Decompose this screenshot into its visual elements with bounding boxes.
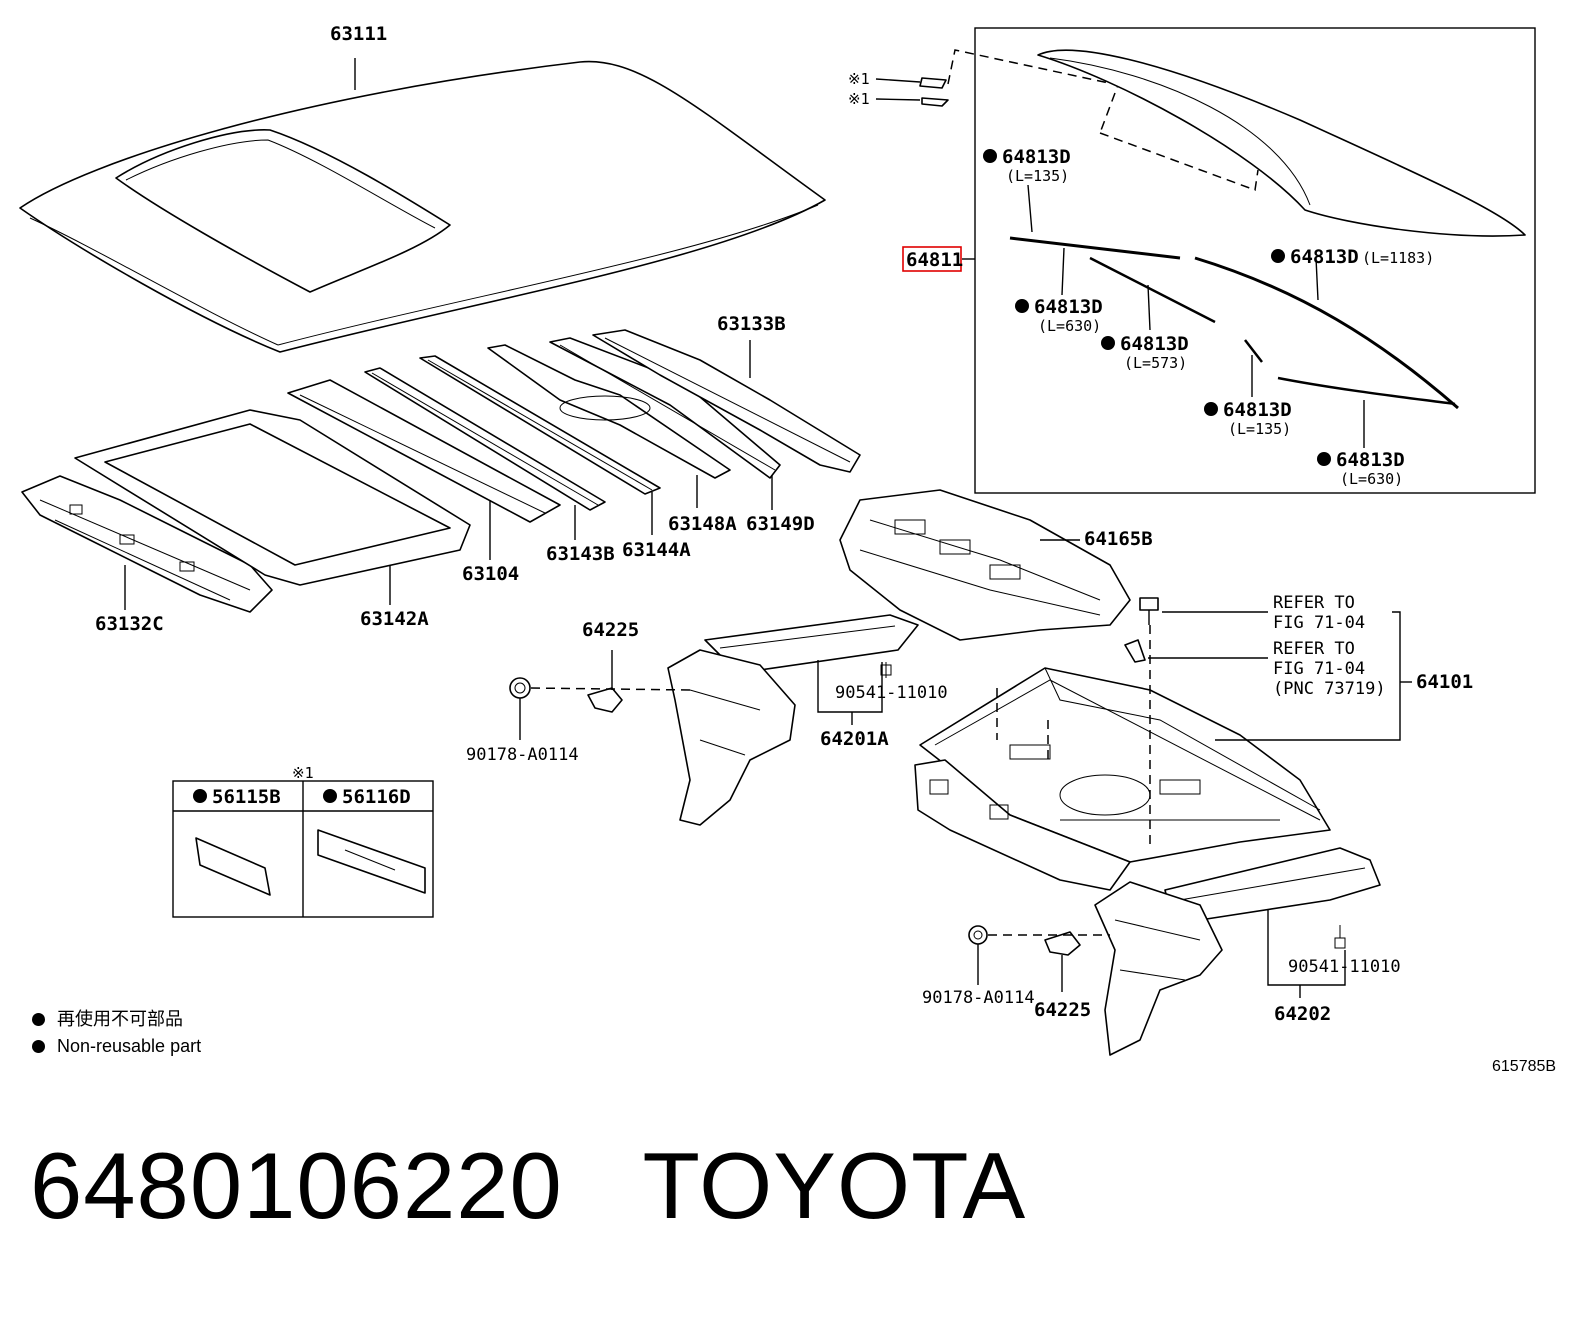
spacer-table: ※1 56115B 56116D [172,764,434,918]
roof-bow-63143B: 63143B [364,367,615,565]
ref2-line1: REFER TO [1273,639,1355,659]
roof-bow-63104: 63104 [287,379,561,585]
package-tray-panel-right: 64202 90541-11010 [1094,847,1401,1056]
weatherstrip-4-length: (L=573) [1124,354,1187,372]
roof-bow-63148A: 63148A [487,344,737,535]
sunroof-reinforcement: 63142A [74,409,471,630]
legend-jp: 再使用不可部品 [57,1009,183,1029]
label-63143B: 63143B [546,543,615,565]
bullet-icon [32,1040,45,1053]
bracket-group-right: 64225 90178-A0114 [922,925,1110,1021]
bracket-group-left: 64225 90178-A0114 [466,619,691,765]
roof-panel: 63111 [19,23,826,353]
weatherstrip-2-length: (L=1183) [1362,249,1434,267]
weatherstrip-4-part: 64813D [1120,333,1189,355]
legend-en: Non-reusable part [57,1036,202,1056]
refer-callouts: REFER TO FIG 71-04 REFER TO FIG 71-04 (P… [1124,593,1473,741]
roof-bow-63133B: 63133B [592,313,861,473]
label-63149D: 63149D [746,513,815,535]
label-63142A: 63142A [360,608,429,630]
package-tray-silencer: 64165B [839,489,1153,641]
label-64101: 64101 [1416,671,1473,693]
roof-bow-63149D: 63149D [549,337,815,535]
weatherstrip-6-part: 64813D [1336,449,1405,471]
legend: 再使用不可部品 Non-reusable part [32,1006,201,1060]
label-90178-A0114-a: 90178-A0114 [466,745,579,765]
ref1-line1: REFER TO [1273,593,1355,613]
label-63104: 63104 [462,563,519,585]
label-63148A: 63148A [668,513,737,535]
label-64202: 64202 [1274,1003,1331,1025]
label-90541-11010-b: 90541-11010 [1288,957,1401,977]
roof-side-panel-left: 63132C [21,475,273,635]
figure-number: 615785B [1492,1058,1557,1075]
ref2-line2: FIG 71-04 [1273,659,1365,679]
weatherstrip-6-length: (L=630) [1340,470,1403,488]
spacer-mark: ※1 [292,764,314,782]
label-63133B: 63133B [717,313,786,335]
spacer-left-part: 56115B [212,786,281,808]
weatherstrip-1-length: (L=135) [1006,167,1069,185]
package-tray-upper-panel [914,625,1331,891]
roof-bow-63144A: 63144A [419,355,691,561]
bullet-icon [32,1013,45,1026]
label-64225-a: 64225 [582,619,639,641]
label-90178-A0114-b: 90178-A0114 [922,988,1035,1008]
weatherstrip-5-length: (L=135) [1228,420,1291,438]
footer-part-number: 6480106220 [30,1133,563,1238]
footer-title: 6480106220 TOYOTA [30,1132,1026,1240]
weatherstrip-3-part: 64813D [1034,296,1103,318]
label-64225-b: 64225 [1034,999,1091,1021]
clip-mark-1: ※1 [848,70,870,88]
label-63144A: 63144A [622,539,691,561]
spacer-right-part: 56116D [342,786,411,808]
weatherstrip-inset: ※1 ※1 64813D (L=135) 64813D (L=1183) 648… [848,27,1536,494]
weatherstrip-5-part: 64813D [1223,399,1292,421]
label-64811-highlight[interactable]: 64811 [906,249,963,271]
label-63111: 63111 [330,23,387,45]
package-tray-panel-left: 64201A 90541-11010 [667,614,948,826]
weatherstrip-2-part: 64813D [1290,246,1359,268]
weatherstrip-3-length: (L=630) [1038,317,1101,335]
label-90541-11010-a: 90541-11010 [835,683,948,703]
label-63132C: 63132C [95,613,164,635]
label-64201A: 64201A [820,728,889,750]
footer-brand: TOYOTA [642,1133,1027,1238]
weatherstrip-1-part: 64813D [1002,146,1071,168]
label-64165B: 64165B [1084,528,1153,550]
clip-mark-2: ※1 [848,90,870,108]
ref2-line3: (PNC 73719) [1273,679,1386,699]
ref1-line2: FIG 71-04 [1273,613,1365,633]
